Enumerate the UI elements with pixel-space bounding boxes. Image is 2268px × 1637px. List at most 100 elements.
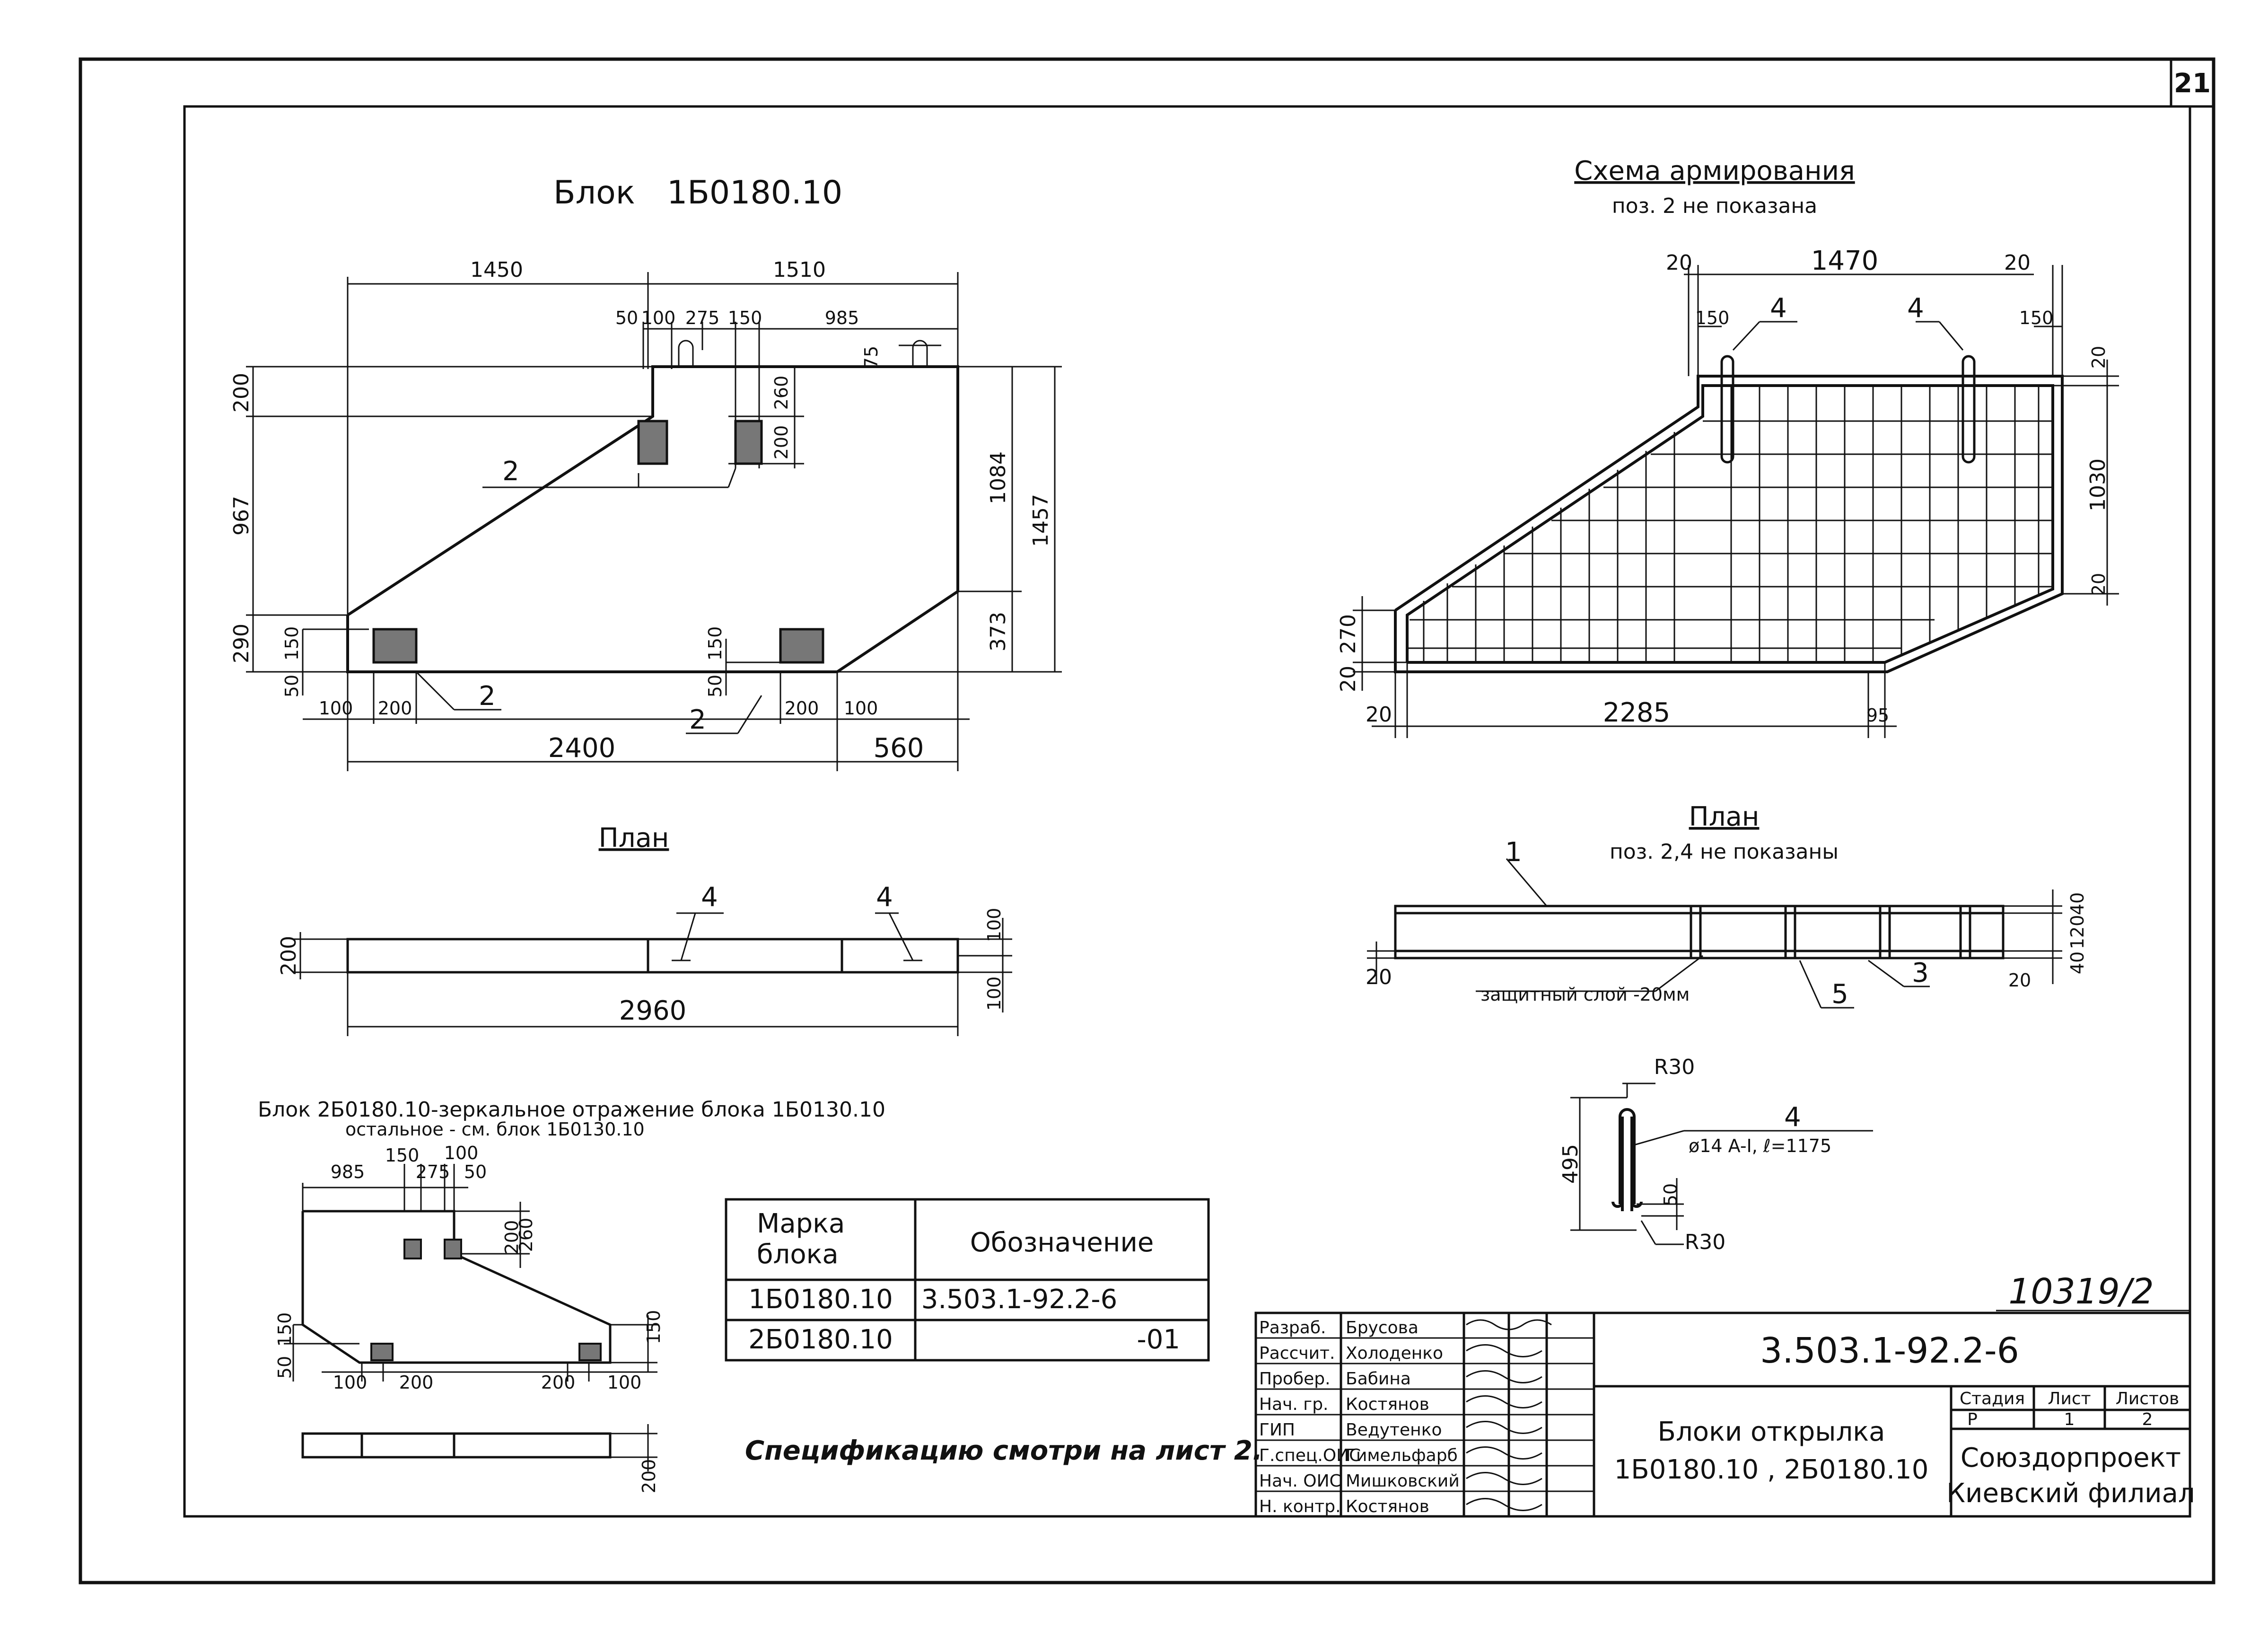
block-title-label: Блок	[553, 174, 635, 211]
dim-label: 2285	[1603, 697, 1671, 728]
dim-label: 1470	[1811, 246, 1879, 276]
dim-label: 20	[2004, 251, 2031, 275]
dim-label: 200	[785, 698, 819, 719]
dim-label: 100	[607, 1372, 642, 1393]
dim-label: 150	[385, 1145, 420, 1166]
dim-label: 150	[643, 1310, 664, 1345]
callout-number: 4	[1784, 1102, 1801, 1133]
dim-label: 40	[2067, 892, 2088, 915]
dim-label: 260	[516, 1218, 536, 1252]
dim-label: 985	[331, 1162, 365, 1182]
callout-number: 4	[701, 882, 718, 913]
organization: Союздорпроект	[1961, 1443, 2181, 1473]
dim-label: 20	[1666, 251, 1692, 275]
dim-label: 270	[1336, 614, 1360, 654]
dim-label: 100	[444, 1143, 479, 1163]
embedded-plate	[372, 420, 824, 664]
dim-label: 200	[229, 373, 254, 413]
plan-right-title: План	[1689, 801, 1760, 832]
spec-note: Спецификацию смотри на лист 2.	[745, 1435, 1262, 1466]
spec-col1-header: Марка	[757, 1208, 845, 1239]
dim-label: 560	[874, 733, 924, 764]
dim-label: 40	[2067, 951, 2088, 974]
signer-name: Ведутенко	[1346, 1420, 1442, 1440]
role-label: Разраб.	[1259, 1318, 1326, 1338]
signer-name: Холоденко	[1346, 1344, 1443, 1363]
dim-label: 495	[1559, 1144, 1583, 1184]
hook-detail	[1611, 1108, 1643, 1211]
callout-number: 4	[1907, 293, 1924, 324]
spec-cell: 1Б0180.10	[748, 1284, 893, 1315]
plan-right	[1394, 905, 2005, 959]
dim-label: 1457	[1029, 494, 1053, 547]
dim-label: 373	[986, 612, 1010, 651]
dim-label: R30	[1685, 1230, 1726, 1254]
dim-label: 75	[861, 346, 882, 369]
role-label: Пробер.	[1259, 1369, 1331, 1389]
spec-col2-header: Обозначение	[970, 1227, 1154, 1258]
sheets-label: Листов	[2116, 1389, 2179, 1408]
dim-label: 120	[2067, 915, 2088, 950]
role-label: Н. контр.	[1259, 1497, 1341, 1516]
sheet-value: 1	[2064, 1410, 2075, 1429]
dim-label: 200	[541, 1372, 576, 1393]
archive-number: 10319/2	[2008, 1271, 2154, 1312]
dim-label: 150	[2019, 308, 2054, 328]
rebar-title: Схема армирования	[1574, 156, 1855, 186]
dim-label: 50	[1660, 1183, 1681, 1206]
spec-col1-header: блока	[757, 1239, 839, 1270]
signer-name: Бабина	[1346, 1369, 1411, 1389]
dim-label: 275	[685, 308, 720, 328]
dim-label: 2960	[619, 995, 687, 1026]
dim-label: 50	[705, 675, 726, 697]
signature	[1466, 1395, 1542, 1408]
organization: Киевский филиал	[1946, 1478, 2195, 1509]
block-title-code: 1Б0180.10	[667, 174, 842, 211]
plan-right-subtitle: поз. 2,4 не показаны	[1610, 840, 1839, 864]
dim-label: 985	[825, 308, 859, 328]
stage-value: Р	[1967, 1410, 1978, 1429]
callout-number: 2	[502, 456, 519, 487]
dim-label: 290	[229, 624, 254, 663]
protective-layer-note: защитный слой -20мм	[1480, 984, 1690, 1005]
signature	[1466, 1319, 1552, 1330]
inner-frame	[183, 105, 2191, 1518]
document-code: 3.503.1-92.2-6	[1760, 1330, 2019, 1371]
callout-number: 4	[876, 882, 893, 913]
dim-label: 1450	[470, 258, 523, 282]
callout-number: 4	[1770, 293, 1787, 324]
signer-name: Костянов	[1346, 1395, 1429, 1414]
sheets-value: 2	[2142, 1410, 2153, 1429]
dim-label: 50	[281, 675, 302, 697]
dim-label: 20	[2008, 970, 2031, 991]
dim-label: 150	[705, 626, 726, 661]
dim-label: 100	[641, 308, 676, 328]
dim-label: 100	[333, 1372, 368, 1393]
signer-name: Гимельфарб	[1346, 1446, 1458, 1465]
plan-left-title: План	[599, 823, 669, 854]
signature	[1466, 1344, 1542, 1357]
dim-label: 200	[399, 1372, 434, 1393]
signer-name: Мишковский	[1346, 1471, 1460, 1491]
dim-label: 150	[1695, 308, 1730, 328]
rebar-scheme	[1394, 375, 2064, 673]
rebar-grid	[1407, 386, 2053, 662]
dim-label: 200	[771, 425, 792, 460]
signature	[1466, 1498, 1542, 1511]
dim-label: 150	[728, 308, 762, 328]
mirror-note-line2: остальное - см. блок 1Б0130.10	[345, 1119, 645, 1140]
callout-number: 1	[1505, 837, 1522, 868]
callout-number: 5	[1831, 979, 1848, 1010]
role-label: Г.спец.ОИС	[1259, 1446, 1361, 1465]
drawing-name: Блоки открылка	[1658, 1417, 1885, 1447]
dim-label: 200	[277, 936, 301, 976]
sheet-number-box	[2170, 58, 2215, 108]
drawing-name: 1Б0180.10 , 2Б0180.10	[1614, 1454, 1929, 1485]
signature	[1466, 1421, 1542, 1434]
dim-label: 50	[274, 1356, 295, 1379]
dim-label: 95	[1866, 705, 1889, 726]
block-elevation	[346, 365, 959, 673]
dim-label: 1084	[986, 451, 1010, 504]
dim-label: 260	[771, 376, 792, 410]
